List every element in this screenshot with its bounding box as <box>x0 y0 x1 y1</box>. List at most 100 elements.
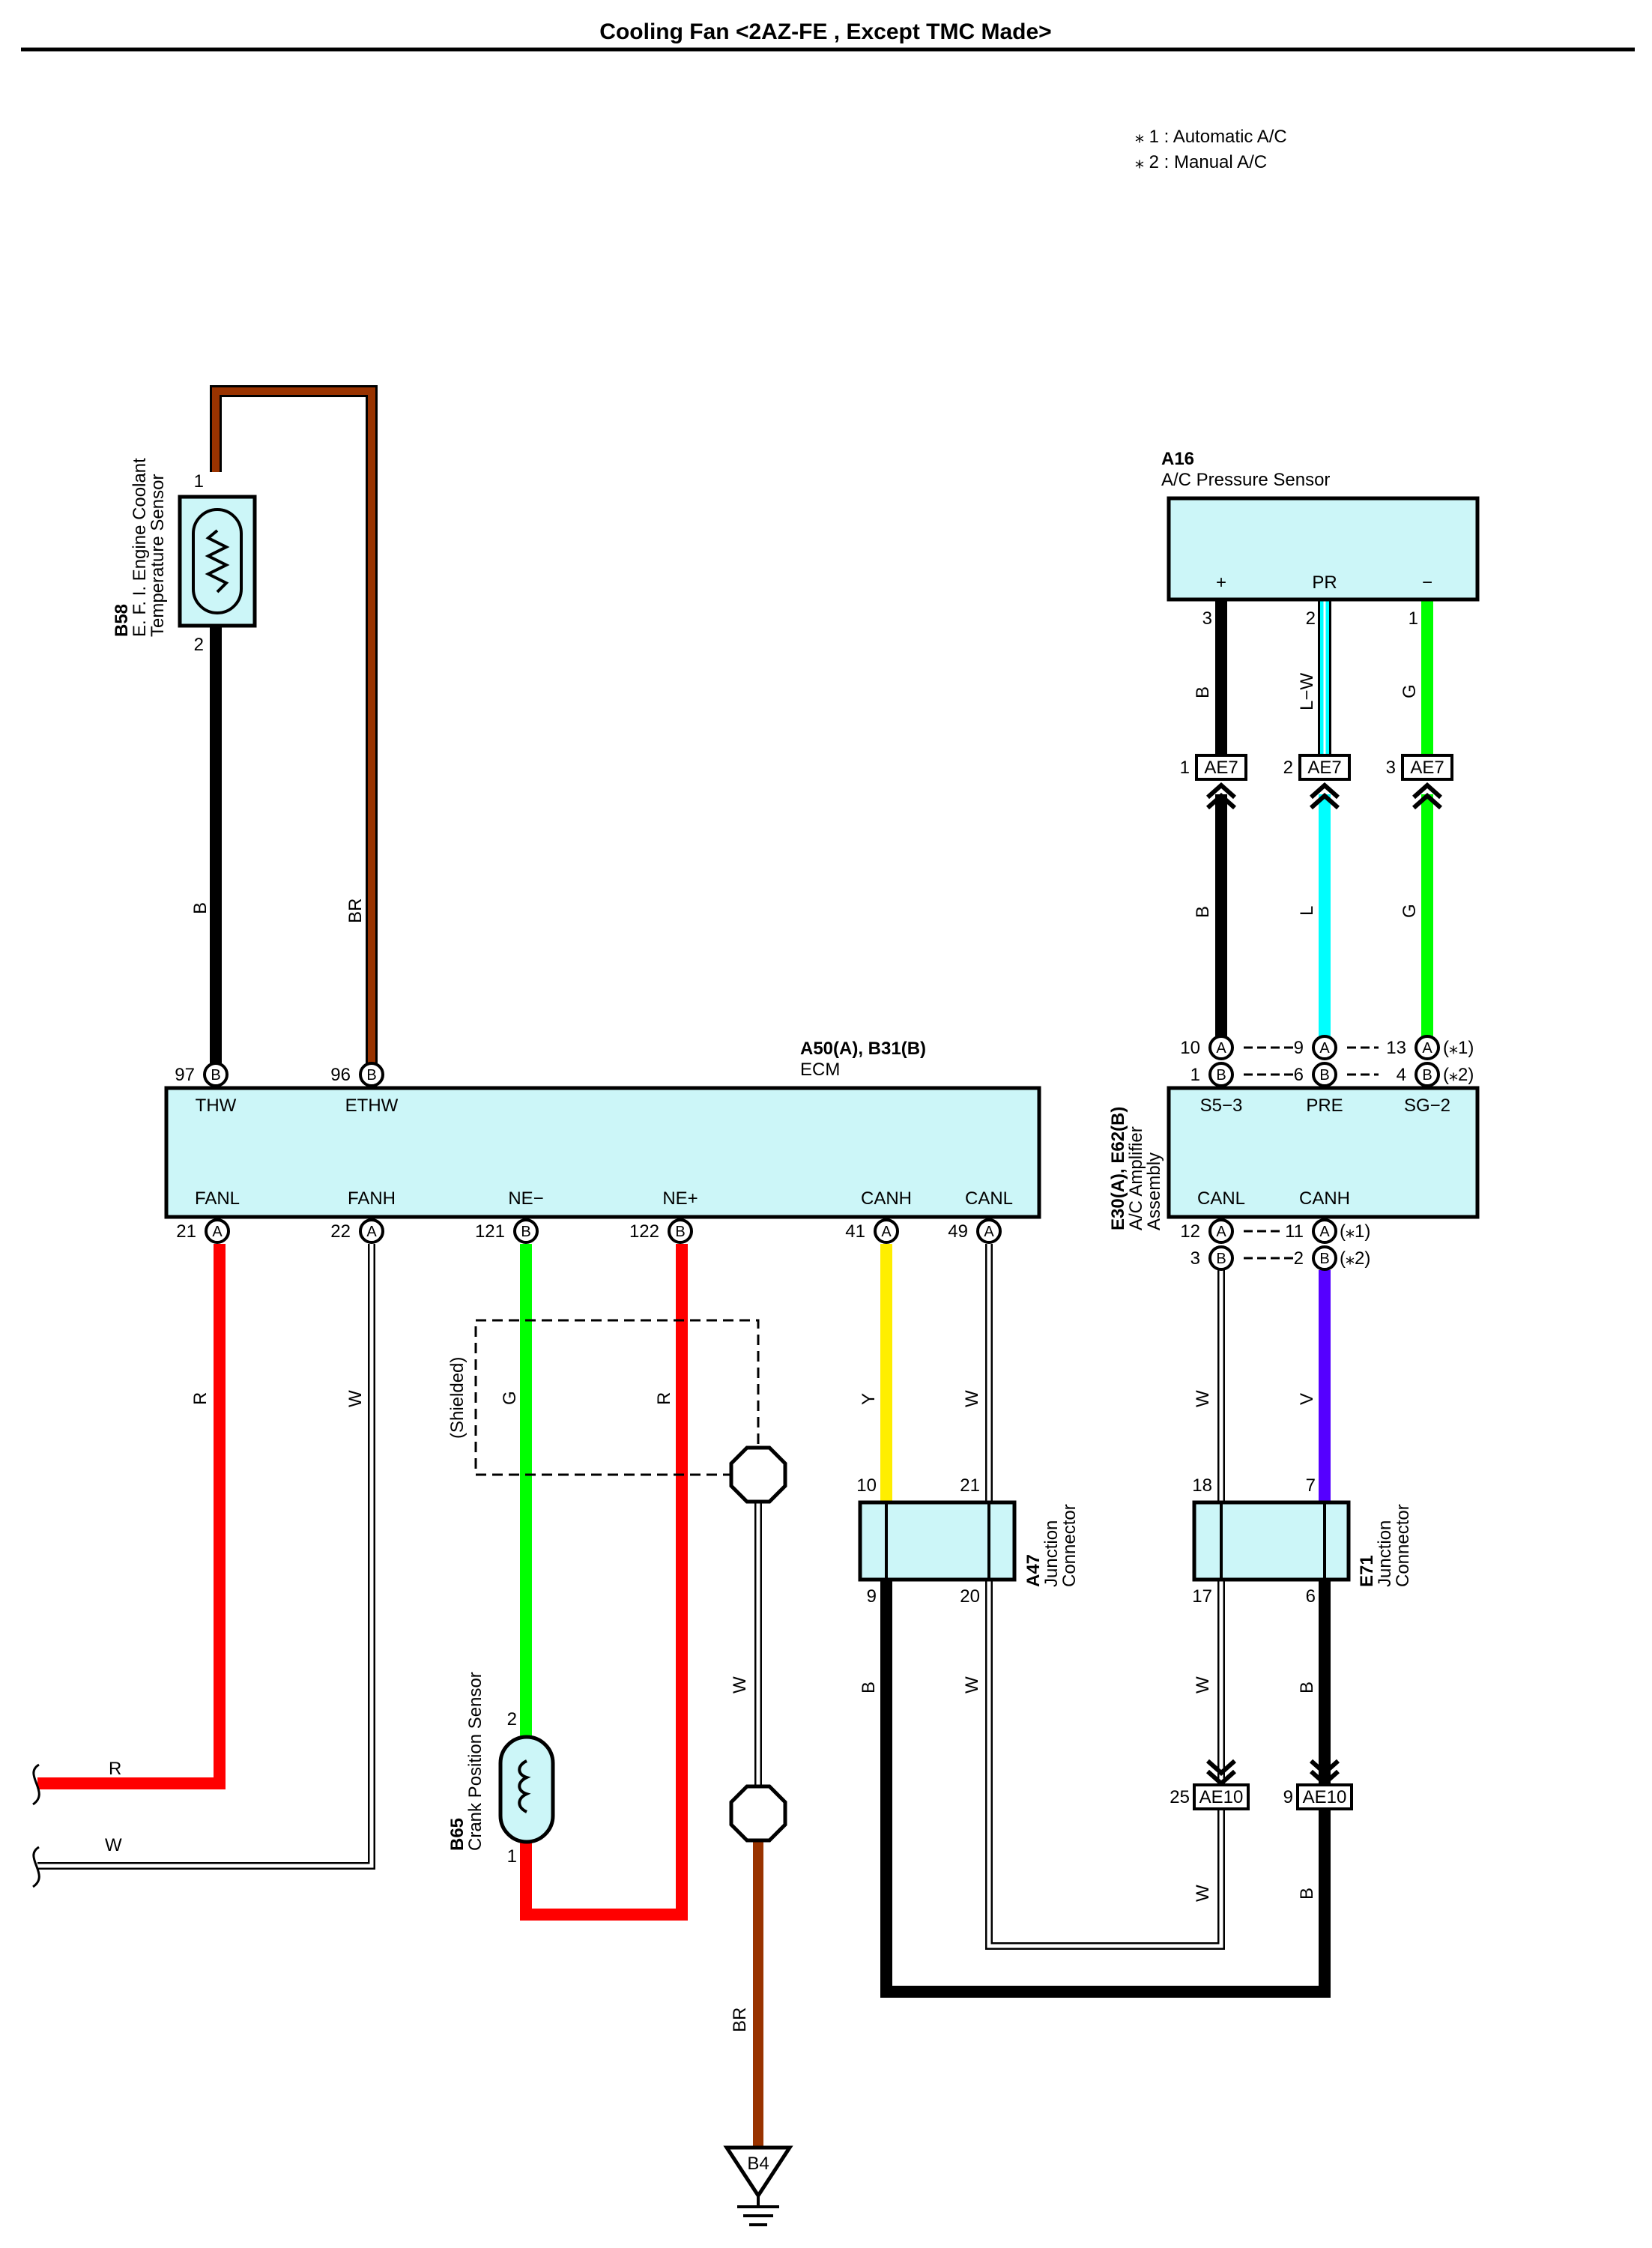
wire-w-a47-outline <box>985 1580 1225 1950</box>
wire-label-a16-lw: L−W <box>1297 673 1317 710</box>
b65-code: B65 <box>447 1818 468 1851</box>
svg-text:2: 2 <box>1283 758 1293 778</box>
svg-text:A: A <box>366 1224 377 1240</box>
ground-code: B4 <box>747 2154 769 2174</box>
a47-name1: Junction <box>1041 1520 1062 1587</box>
svg-text:B: B <box>1422 1067 1432 1084</box>
ae7-connector-2: 2 AE7 <box>1283 754 1351 810</box>
b58-pin-1: 1 <box>194 471 204 492</box>
svg-text:A: A <box>881 1224 892 1240</box>
wire-w-a47-ae10 <box>987 1580 1223 1948</box>
svg-text:B: B <box>1216 1251 1226 1267</box>
shield-splice-top <box>729 1445 787 1504</box>
svg-text:NE+: NE+ <box>662 1188 698 1209</box>
ecm-term-ethw: ETHW <box>345 1096 399 1116</box>
svg-text:B: B <box>1216 1067 1226 1084</box>
ecm-term-thw: THW <box>196 1096 237 1116</box>
wire-label-fanh: W <box>345 1390 366 1407</box>
svg-text:B: B <box>675 1224 685 1240</box>
svg-text:B: B <box>211 1067 220 1084</box>
b58-name-line2: Temperature Sensor <box>148 474 168 637</box>
svg-text:(⁎2): (⁎2) <box>1340 1248 1370 1269</box>
svg-text:41: 41 <box>845 1221 865 1242</box>
wire-label-ae10-w: W <box>1193 1885 1213 1902</box>
amp-code: E30(A), E62(B) <box>1108 1107 1128 1230</box>
svg-text:12: 12 <box>1180 1221 1200 1242</box>
break-mark-r <box>32 1763 40 1806</box>
svg-text:4: 4 <box>1397 1065 1406 1085</box>
a16-pin-1: 1 <box>1409 608 1418 629</box>
wire-label-a47-w: W <box>962 1676 982 1693</box>
a16-term-pr: PR <box>1312 572 1337 593</box>
break-mark-w <box>32 1846 40 1888</box>
b65-sensor-body <box>498 1735 555 1844</box>
wire-label-ae7-l: L <box>1297 906 1317 916</box>
wire-label-ne-minus: G <box>500 1391 520 1405</box>
chevron-up-icon <box>1206 782 1236 810</box>
wire-label-left-w: W <box>105 1835 122 1855</box>
svg-text:49: 49 <box>948 1221 968 1242</box>
svg-text:AE10: AE10 <box>1199 1787 1244 1807</box>
svg-text:11: 11 <box>1285 1221 1304 1242</box>
svg-text:13: 13 <box>1386 1038 1406 1058</box>
wire-label-ae7-b: B <box>1193 906 1213 918</box>
note-manual-ac: ⁎ 2 : Manual A/C <box>1135 152 1267 172</box>
e71-pin-18: 18 <box>1192 1475 1212 1496</box>
ecm-pin-fanh: FANH 22 A <box>330 1188 396 1244</box>
amp-term-canl: CANL <box>1197 1188 1245 1209</box>
svg-text:A: A <box>212 1224 223 1240</box>
e71-label: E71 Junction Connector <box>1357 1504 1413 1587</box>
amp-term-s5-3: S5−3 <box>1200 1096 1243 1116</box>
wire-label-a16-g: G <box>1400 684 1420 698</box>
wire-r-ne-plus <box>520 1244 688 1921</box>
svg-text:1: 1 <box>1180 758 1190 778</box>
shielded-label: (Shielded) <box>447 1357 468 1439</box>
b65-name: Crank Position Sensor <box>465 1672 485 1851</box>
svg-text:AE7: AE7 <box>1204 758 1238 778</box>
wire-label-shield-br: BR <box>730 2007 750 2032</box>
b58-name-line1: E. F. I. Engine Coolant <box>130 458 150 637</box>
chevron-up-icon <box>1412 782 1442 810</box>
a47-code: A47 <box>1023 1554 1044 1587</box>
svg-text:A: A <box>1319 1040 1330 1057</box>
wire-label-a16-b: B <box>1193 686 1213 698</box>
e71-pin-6: 6 <box>1306 1586 1316 1607</box>
b65-pin-2: 2 <box>507 1709 517 1729</box>
wire-label-amp-canl: W <box>1193 1390 1213 1407</box>
b65-label: B65 Crank Position Sensor <box>447 1672 485 1851</box>
wire-w-fanh <box>37 1244 374 1868</box>
ecm-pin-fanl: FANL 21 A <box>176 1188 240 1244</box>
svg-text:9: 9 <box>1294 1038 1304 1058</box>
svg-text:A: A <box>1422 1040 1432 1057</box>
ae7-connector-3: 3 AE7 <box>1386 754 1453 810</box>
wire-br-outline <box>210 385 378 1073</box>
svg-text:A: A <box>1216 1224 1226 1240</box>
b65-pin-1: 1 <box>507 1846 517 1867</box>
svg-text:FANH: FANH <box>348 1188 396 1209</box>
wire-label-br: BR <box>345 898 366 923</box>
amp-name1: A/C Amplifier <box>1126 1126 1146 1230</box>
svg-text:CANL: CANL <box>965 1188 1013 1209</box>
wire-label-b: B <box>190 902 211 914</box>
wire-label-left-r: R <box>109 1759 121 1779</box>
svg-text:B: B <box>1319 1067 1329 1084</box>
a47-body <box>858 1500 1017 1582</box>
a16-body <box>1167 496 1480 602</box>
ecm-pin-ethw: 96 B ETHW <box>330 1062 399 1116</box>
svg-text:2: 2 <box>1294 1248 1304 1269</box>
svg-text:(⁎1): (⁎1) <box>1340 1221 1370 1242</box>
e71-pin-7: 7 <box>1306 1475 1316 1496</box>
ecm-name: ECM <box>800 1060 840 1080</box>
ecm-pin-ne-minus: NE− 121 B <box>475 1188 544 1244</box>
wire-label-canl-w: W <box>962 1390 982 1407</box>
svg-text:(⁎2): (⁎2) <box>1443 1065 1474 1085</box>
ecm-pin-thw: 97 B THW <box>175 1062 237 1116</box>
a47-pin-21: 21 <box>960 1475 980 1496</box>
svg-text:25: 25 <box>1170 1787 1190 1807</box>
svg-text:97: 97 <box>175 1065 195 1085</box>
ecm-pin-canh: CANH 41 A <box>845 1188 912 1244</box>
wire-label-fanl: R <box>190 1392 211 1405</box>
wire-label-canh-y: Y <box>859 1393 879 1405</box>
svg-text:AE7: AE7 <box>1307 758 1341 778</box>
wire-br-b58-ethw <box>212 387 375 1073</box>
